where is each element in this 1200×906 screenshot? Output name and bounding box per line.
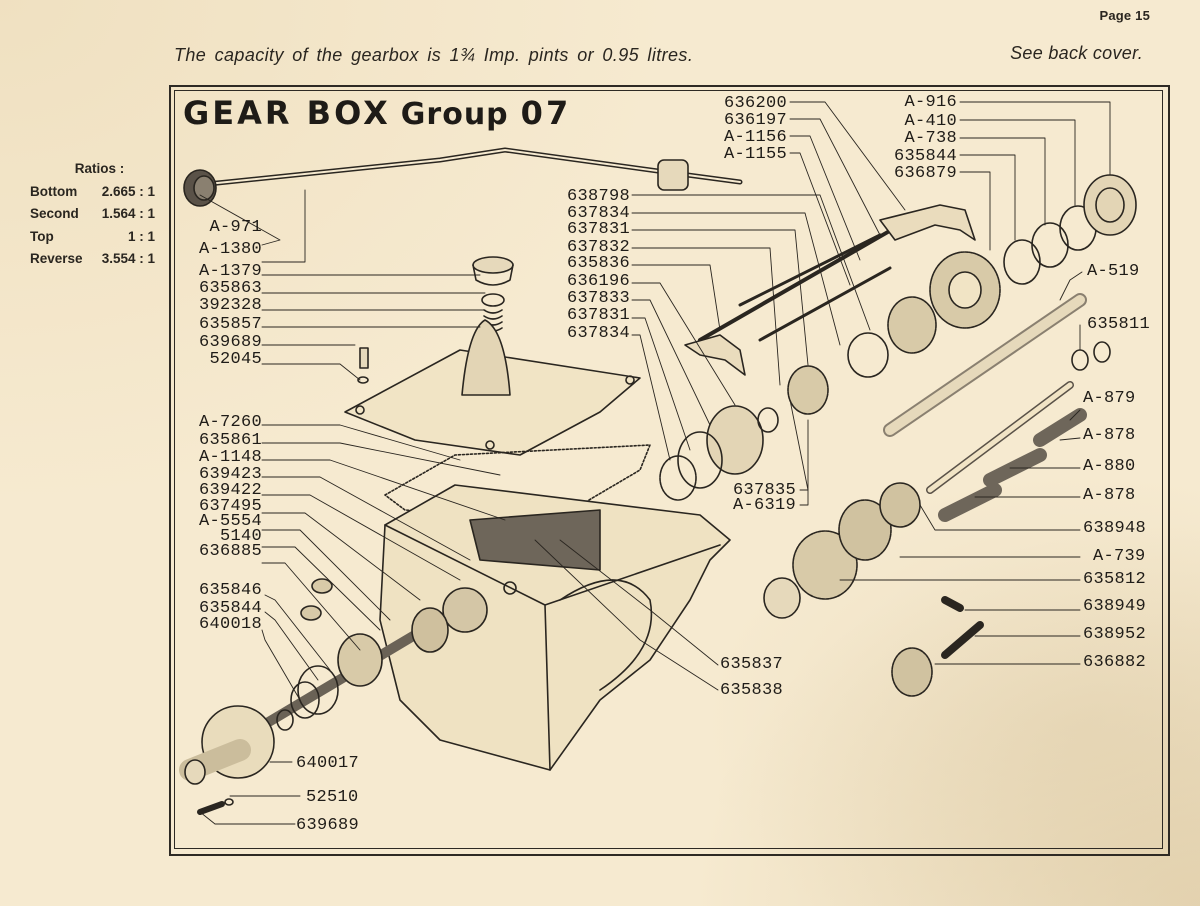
part-label: 637835 [733, 481, 797, 500]
ratios-title: Ratios : [74, 161, 125, 176]
part-label: 635844 [198, 599, 262, 618]
group-label: Group [400, 97, 509, 132]
part-label: 637832 [566, 238, 630, 257]
leader-lines [199, 101, 1111, 825]
part-label: 635812 [1083, 570, 1147, 589]
part-label: 636882 [1083, 653, 1147, 672]
part-label: A-879 [1083, 389, 1136, 408]
ratio-row: Top 1 : 1 [30, 226, 155, 249]
part-label: A-5554 [198, 512, 262, 531]
part-label: 636879 [893, 164, 957, 183]
part-label: A-1379 [198, 262, 262, 281]
part-label: 52045 [209, 350, 262, 369]
part-label: 638952 [1083, 625, 1147, 644]
part-label: A-971 [209, 218, 262, 237]
ratio-row: Second 1.564 : 1 [30, 203, 155, 226]
lever-cap-parts [357, 256, 514, 384]
part-label: 638948 [1083, 519, 1147, 538]
part-label: 635846 [198, 581, 262, 600]
part-label: 639423 [198, 465, 262, 484]
gear-name: Reverse [30, 251, 83, 266]
part-label: A-410 [904, 112, 957, 131]
part-label: 639422 [198, 481, 262, 500]
mainshaft-gears [659, 174, 1137, 501]
page-number: Page 15 [1099, 8, 1150, 23]
part-label: 635857 [198, 315, 262, 334]
gear-ratio: 1 : 1 [127, 228, 155, 244]
part-label: 637831 [566, 220, 630, 239]
part-label: A-1148 [198, 448, 262, 467]
part-label: 636197 [723, 111, 787, 130]
gear-name: Second [30, 206, 79, 221]
part-label: 635861 [198, 431, 262, 450]
layshaft-assembly [763, 293, 1111, 697]
part-label: A-738 [904, 129, 957, 148]
part-label: 635863 [198, 279, 262, 298]
main-shaft-assembly [179, 578, 449, 815]
diagram-frame-outer [169, 85, 1170, 856]
top-cover [344, 319, 641, 456]
part-label: 638949 [1083, 597, 1147, 616]
part-label: 640018 [198, 615, 262, 634]
part-label: A-878 [1083, 486, 1136, 505]
gear-ratios-table: Ratios : Bottom 2.665 : 1 Second 1.564 :… [30, 158, 155, 271]
part-label: 52510 [306, 788, 359, 807]
part-label: 636885 [198, 542, 262, 561]
part-label: 635837 [720, 655, 784, 674]
diagram-frame-inner [174, 90, 1163, 849]
see-back-cover-note: See back cover. [1010, 43, 1143, 63]
ratio-row: Bottom 2.665 : 1 [30, 181, 155, 204]
part-label: A-1380 [198, 240, 262, 259]
gear-name: Bottom [30, 183, 78, 199]
part-label: 639689 [198, 333, 262, 352]
part-label: 640017 [296, 754, 360, 773]
group-number: 07 [520, 94, 572, 132]
part-label: 636196 [566, 272, 630, 291]
gear-lever [183, 147, 743, 207]
part-label: 635836 [566, 254, 630, 273]
part-label: A-1155 [723, 145, 787, 164]
part-label: 636200 [723, 94, 787, 113]
capacity-note: The capacity of the gearbox is 1¾ Imp. p… [174, 45, 694, 65]
part-label: 638798 [566, 187, 630, 206]
ratio-row: Reverse 3.554 : 1 [30, 248, 155, 271]
part-label: 637495 [198, 497, 262, 516]
title-text: GEAR BOX [183, 94, 391, 132]
part-label: 635844 [893, 147, 957, 166]
part-label: 637833 [566, 289, 630, 308]
part-label: A-6319 [733, 496, 797, 515]
gear-ratio: 3.554 : 1 [101, 251, 155, 266]
part-label: 637834 [566, 204, 630, 223]
gasket [384, 444, 651, 521]
gearbox-case [379, 484, 731, 771]
gear-name: Top [30, 228, 54, 244]
part-label: A-1156 [723, 128, 787, 147]
gear-ratio: 1.564 : 1 [101, 206, 155, 221]
part-label: 392328 [198, 296, 262, 315]
part-label: A-7260 [198, 413, 262, 432]
part-label: A-519 [1087, 262, 1140, 281]
part-label: 637834 [566, 324, 630, 343]
part-label: 639689 [296, 816, 360, 835]
part-label: A-916 [904, 93, 957, 112]
part-label: 5140 [219, 527, 262, 546]
part-label: A-878 [1083, 426, 1136, 445]
diagram-title: GEAR BOX Group 07 [183, 94, 571, 132]
part-label: 635811 [1087, 315, 1151, 334]
part-label: A-880 [1083, 457, 1136, 476]
part-label: 637831 [566, 306, 630, 325]
gear-ratio: 2.665 : 1 [101, 183, 155, 199]
part-label: 635838 [720, 681, 784, 700]
part-label: A-739 [1093, 547, 1146, 566]
